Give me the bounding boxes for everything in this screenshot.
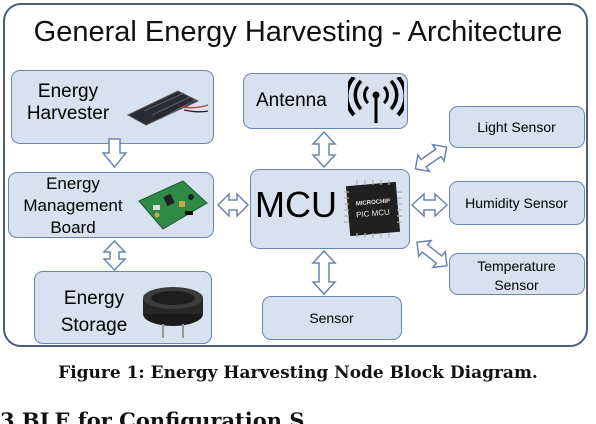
circuit-board-icon	[138, 180, 208, 230]
arrow-antenna-mcu	[311, 130, 337, 169]
diagram-title: General Energy Harvesting - Architecture	[33, 16, 563, 48]
energy-management-label-line3: Board	[50, 218, 96, 237]
figure-caption: Figure 1: Energy Harvesting Node Block D…	[58, 363, 538, 383]
arrow-mcu-humidity	[410, 192, 449, 218]
mcu-label: MCU	[255, 184, 337, 225]
energy-management-label-line1: Energy	[46, 174, 100, 193]
light-sensor-label: Light Sensor	[477, 119, 556, 135]
antenna-block: Antenna	[243, 73, 408, 129]
arrow-harvester-to-management	[101, 138, 128, 169]
solar-panel-icon	[126, 90, 209, 126]
light-sensor-block: Light Sensor	[449, 106, 585, 148]
arrow-mcu-light-sensor	[414, 143, 448, 173]
arrow-mcu-sensor	[311, 249, 337, 296]
sensor-label: Sensor	[309, 310, 354, 326]
antenna-label: Antenna	[256, 90, 327, 111]
temperature-sensor-label-line1: Temperature	[477, 258, 556, 274]
temperature-sensor-label-line2: Sensor	[494, 277, 539, 293]
supercapacitor-icon	[143, 287, 203, 338]
arrow-mcu-temperature-sensor	[416, 239, 448, 269]
section-heading-cutoff: 3 BLE for Configuration S	[0, 410, 305, 424]
energy-management-board-block: Energy Management Board	[8, 172, 214, 238]
arrow-management-storage	[102, 239, 127, 272]
humidity-sensor-block: Humidity Sensor	[449, 181, 585, 225]
energy-harvester-label-line2: Harvester	[26, 102, 110, 124]
energy-management-label-line2: Management	[23, 196, 123, 215]
wireless-antenna-icon	[348, 77, 404, 123]
arrow-management-mcu	[216, 192, 250, 218]
temperature-sensor-block: Temperature Sensor	[449, 253, 585, 295]
mcu-block: MCU MICROCHIP PIC MCU	[250, 169, 410, 249]
energy-harvester-label-line1: Energy	[37, 81, 99, 102]
energy-storage-block: Energy Storage	[34, 271, 212, 344]
microcontroller-chip-icon: MICROCHIP PIC MCU	[341, 178, 405, 240]
energy-storage-label-line1: Energy	[63, 288, 125, 309]
sensor-block: Sensor	[262, 296, 402, 340]
humidity-sensor-label: Humidity Sensor	[465, 195, 568, 211]
energy-storage-label-line2: Storage	[60, 315, 128, 336]
